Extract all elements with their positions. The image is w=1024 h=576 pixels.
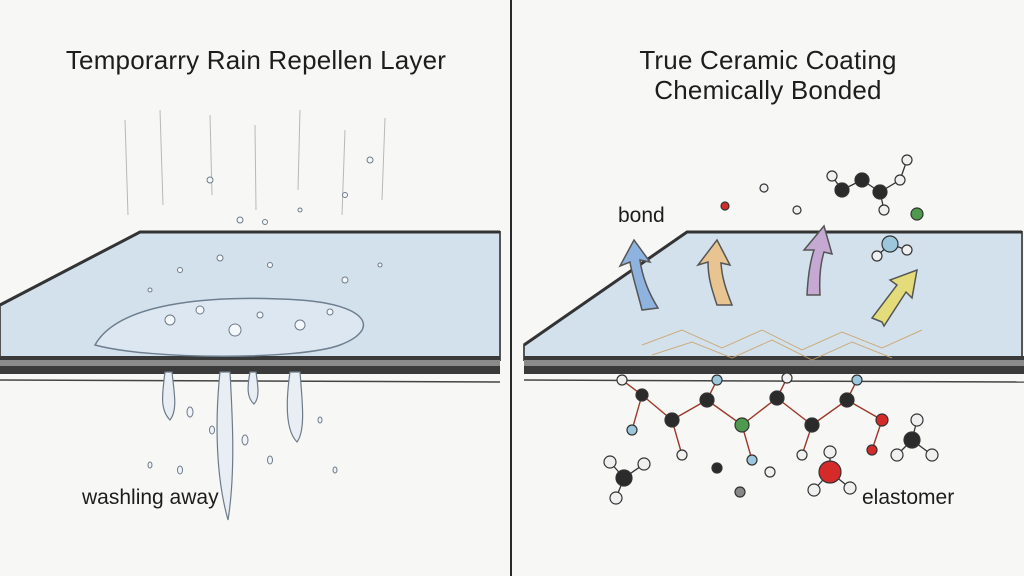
elastomer-label: elastomer — [862, 486, 955, 509]
surface-droplets — [147, 156, 383, 337]
bond-network — [641, 329, 923, 361]
arrow-orange — [696, 238, 734, 306]
arrow-yellow — [870, 268, 918, 328]
right-panel: True Ceramic Coating Chemically Bonded b… — [512, 0, 1024, 576]
falling-drops — [147, 406, 338, 475]
panel-divider — [510, 0, 512, 576]
water-drips — [162, 371, 304, 521]
right-panel-title-line1: True Ceramic Coating — [639, 45, 897, 75]
ceramic-coating-sketch — [523, 154, 1024, 505]
rain-streaks — [124, 109, 386, 216]
bond-label: bond — [618, 204, 665, 227]
arrow-blue — [618, 238, 660, 311]
rain-layer-sketch — [0, 109, 501, 521]
left-panel-title: Temporarry Rain Repellen Layer — [65, 45, 447, 75]
atoms — [603, 154, 939, 505]
molecular-lattice — [621, 377, 883, 461]
left-panel: Temporarry Rain Repellen Layer washling … — [0, 45, 501, 521]
arrow-purple — [802, 224, 834, 296]
washing-away-label: washling away — [82, 486, 219, 509]
bond-arrows — [618, 224, 918, 328]
right-panel-title-line2: Chemically Bonded — [654, 75, 882, 105]
